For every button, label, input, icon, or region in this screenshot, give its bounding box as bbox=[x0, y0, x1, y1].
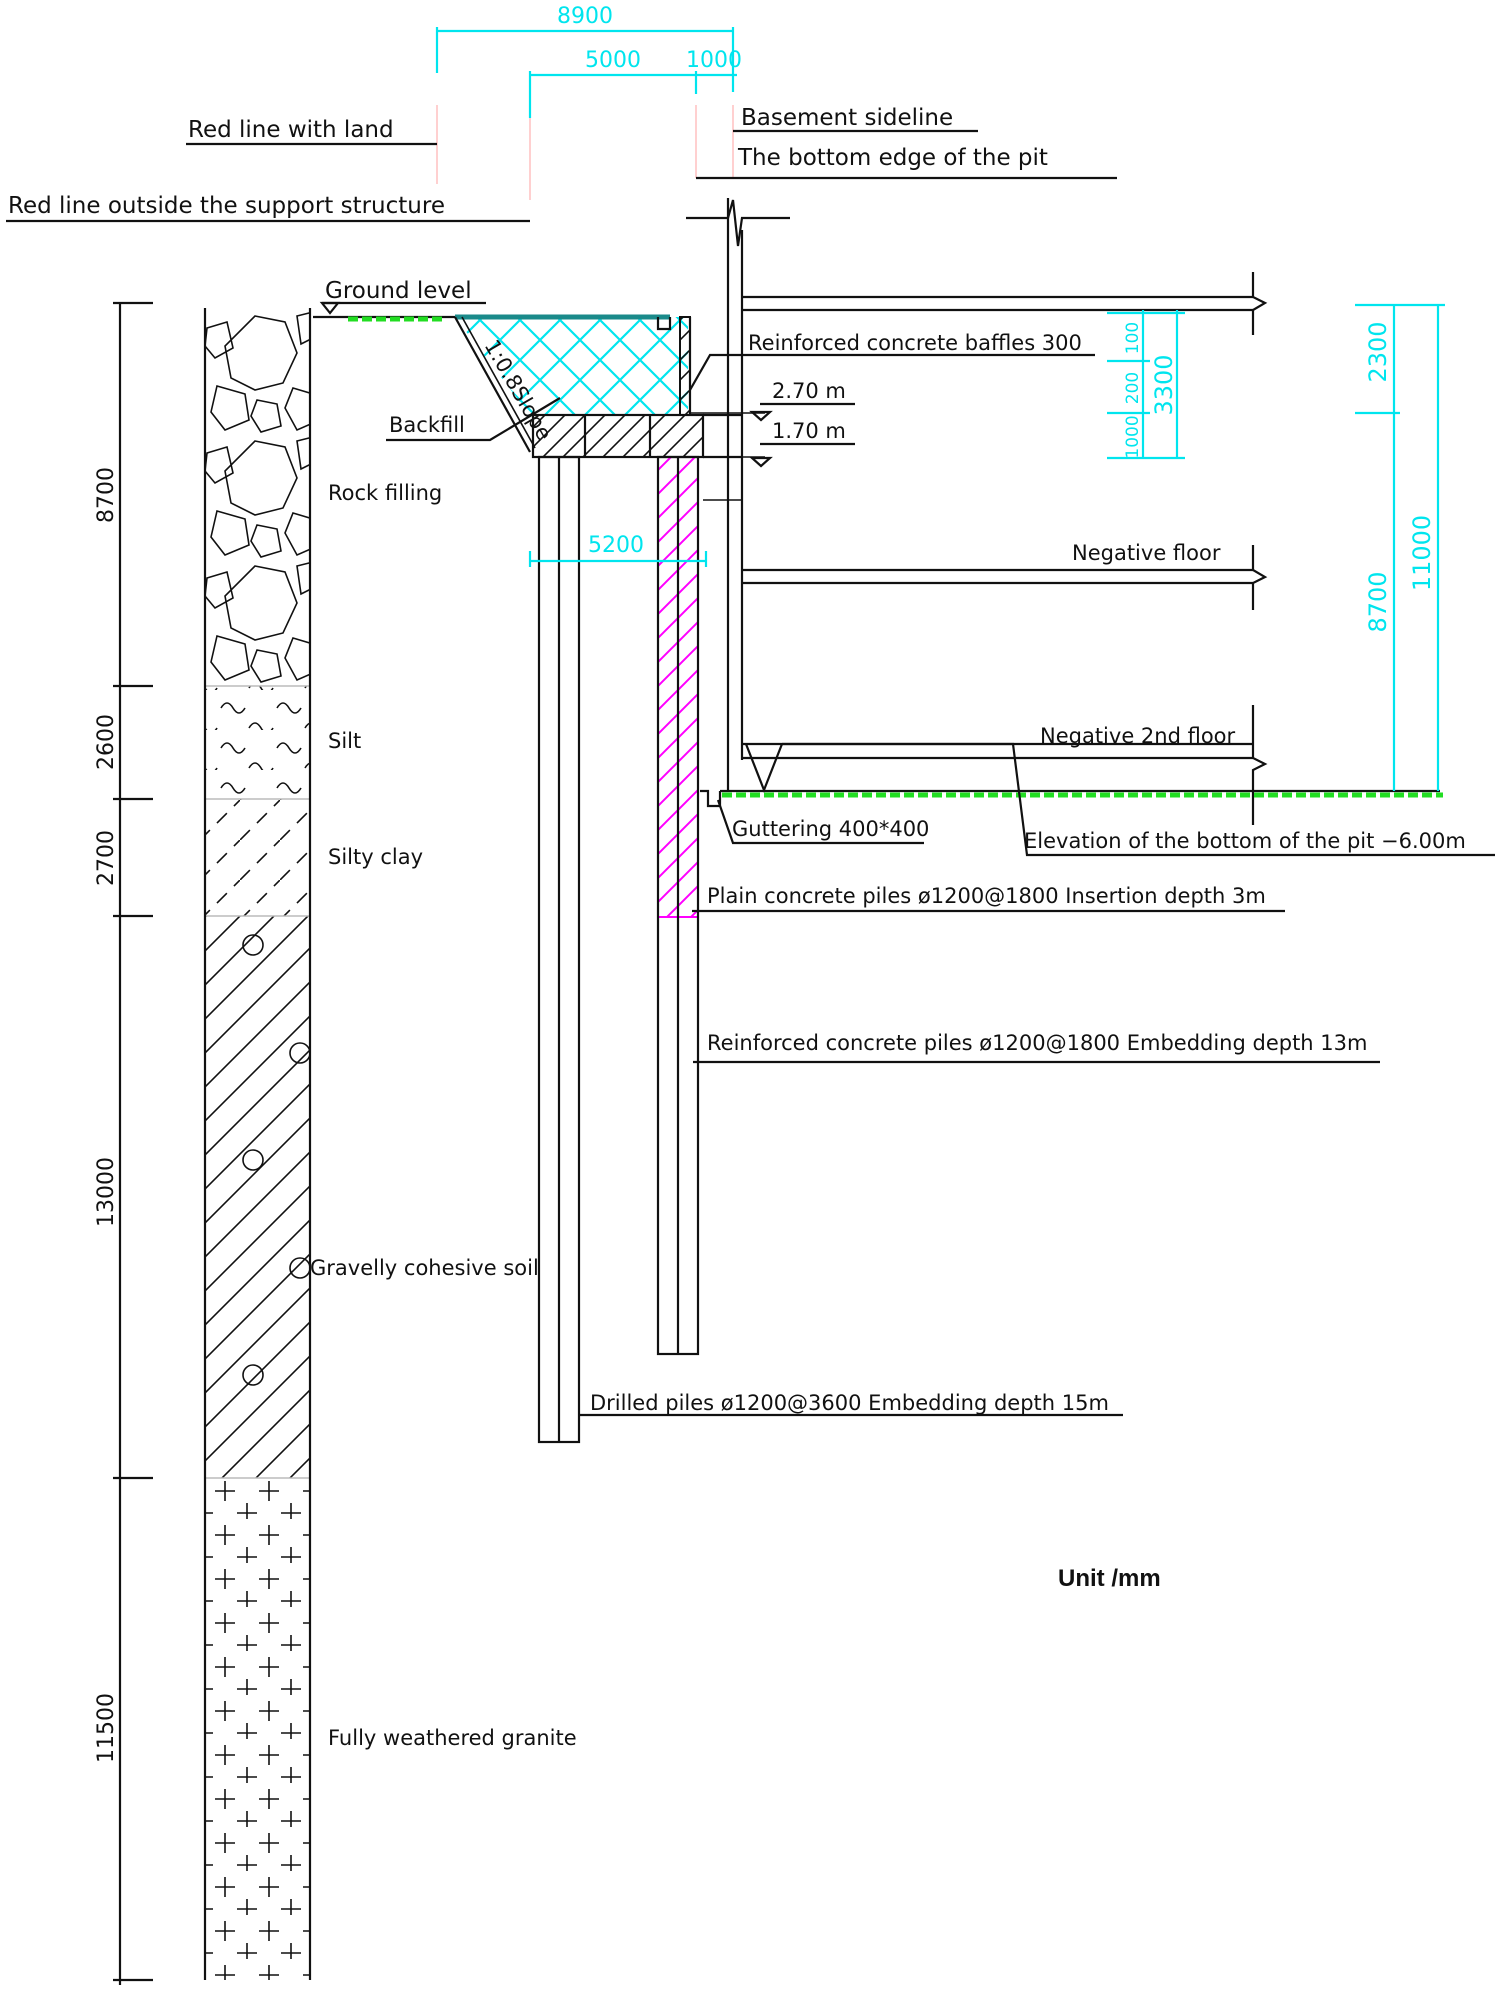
drilled-pile bbox=[537, 455, 581, 1444]
dims-slab-detail bbox=[1107, 310, 1185, 460]
label-drilled-piles: Drilled piles ø1200@3600 Embedding depth… bbox=[590, 1391, 1109, 1415]
stratum-label-silt: Silt bbox=[328, 729, 361, 753]
dim-rock-filling: 8700 bbox=[94, 467, 119, 523]
gravelly-soil-hatch bbox=[205, 916, 310, 1478]
dims-basement-height bbox=[1355, 303, 1445, 791]
label-red-line-support: Red line outside the support structure bbox=[8, 193, 445, 219]
soil-column bbox=[203, 308, 312, 1980]
label-guttering: Guttering 400*400 bbox=[732, 817, 929, 841]
elevation-marker-icon bbox=[749, 410, 773, 422]
label-elev-1-70: 1.70 m bbox=[772, 419, 846, 443]
elevation-marker-icon bbox=[749, 456, 773, 468]
label-negative-2nd-floor: Negative 2nd floor bbox=[1040, 724, 1236, 748]
dim-8700: 8700 bbox=[1364, 571, 1392, 632]
dim-200: 200 bbox=[1123, 372, 1143, 404]
rock-filling-hatch bbox=[205, 308, 310, 686]
label-plain-piles: Plain concrete piles ø1200@1800 Insertio… bbox=[707, 884, 1266, 908]
dim-100: 100 bbox=[1123, 322, 1143, 354]
dim-gravelly-soil: 13000 bbox=[94, 1157, 119, 1227]
dim-crown-beam-5200: 5200 bbox=[588, 533, 644, 558]
label-pit-bottom-edge: The bottom edge of the pit bbox=[737, 145, 1048, 171]
label-reinforced-piles: Reinforced concrete piles ø1200@1800 Emb… bbox=[707, 1031, 1367, 1055]
granite-hatch bbox=[205, 1478, 310, 1980]
dim-11000: 11000 bbox=[1408, 515, 1436, 591]
label-pit-bottom-elevation: Elevation of the bottom of the pit −6.00… bbox=[1024, 829, 1466, 853]
dim-silt: 2600 bbox=[94, 714, 119, 770]
label-negative-floor: Negative floor bbox=[1072, 541, 1221, 565]
label-baffles: Reinforced concrete baffles 300 bbox=[748, 331, 1082, 355]
dim-total-8900: 8900 bbox=[557, 4, 613, 29]
label-ground-level: Ground level bbox=[325, 278, 472, 304]
dim-granite: 11500 bbox=[94, 1693, 119, 1763]
ground-level-marker-icon bbox=[319, 301, 341, 315]
backfill-slope bbox=[454, 314, 692, 453]
depth-dimension-chain bbox=[113, 301, 153, 1985]
dim-3300: 3300 bbox=[1150, 354, 1178, 415]
label-basement-sideline: Basement sideline bbox=[741, 105, 953, 131]
dim-2300: 2300 bbox=[1364, 321, 1392, 382]
dim-slope-5000: 5000 bbox=[585, 48, 641, 73]
label-backfill: Backfill bbox=[389, 413, 465, 437]
dim-silty-clay: 2700 bbox=[94, 830, 119, 886]
crown-beam bbox=[531, 413, 705, 459]
stratum-label-silty-clay: Silty clay bbox=[328, 845, 423, 869]
stratum-label-rock-filling: Rock filling bbox=[328, 481, 442, 505]
label-red-line-land: Red line with land bbox=[188, 117, 394, 143]
label-elev-2-70: 2.70 m bbox=[772, 379, 846, 403]
dim-gap-1000: 1000 bbox=[686, 48, 742, 73]
unit-label: Unit /mm bbox=[1058, 1565, 1161, 1592]
pile-wall bbox=[656, 455, 700, 1356]
stratum-label-gravelly-soil: Gravelly cohesive soil bbox=[310, 1256, 539, 1280]
silty-clay-hatch bbox=[205, 799, 310, 916]
silt-hatch bbox=[205, 686, 310, 799]
stratum-label-granite: Fully weathered granite bbox=[328, 1726, 577, 1750]
dim-1000: 1000 bbox=[1123, 415, 1143, 458]
